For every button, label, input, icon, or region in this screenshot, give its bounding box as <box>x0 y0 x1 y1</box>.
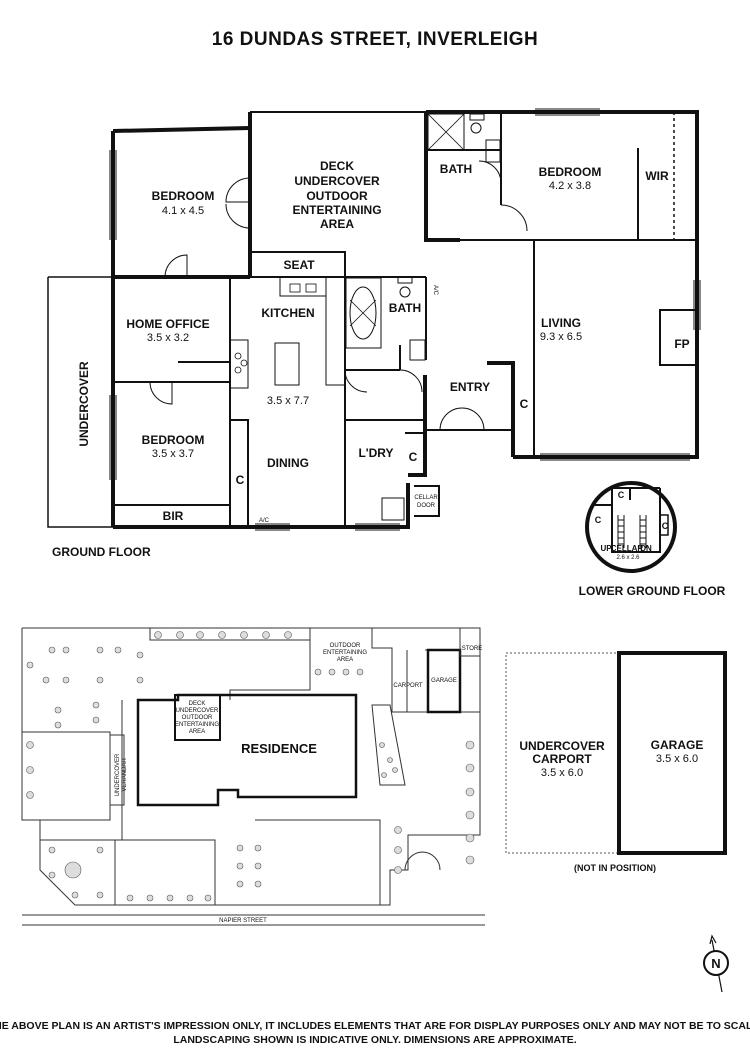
ac-label-2: A/C <box>259 518 270 524</box>
cellar-door-label-1: CELLAR <box>414 495 438 501</box>
cellar-label: CELLAR <box>611 544 644 553</box>
stairs-down-label: DN <box>640 544 652 553</box>
ac-label-1: A/C <box>432 285 438 296</box>
room-bedroom-1-dim: 4.1 x 4.5 <box>162 205 204 217</box>
disclaimer-line-1: THE ABOVE PLAN IS AN ARTIST'S IMPRESSION… <box>0 1020 750 1032</box>
room-dining: DINING <box>267 456 309 470</box>
undercover-label: UNDERCOVER <box>77 361 91 447</box>
street-label: NAPIER STREET <box>219 918 267 924</box>
room-bath-1: BATH <box>440 162 472 176</box>
site-outdoor-2: ENTERTAINING <box>323 650 367 656</box>
lower-cupboard-left: C <box>595 515 602 525</box>
site-verandah-1: UNDERCOVER <box>115 753 121 796</box>
outbuildings: UNDERCOVER CARPORT 3.5 x 6.0 GARAGE 3.5 … <box>505 651 727 873</box>
site-outdoor-3: AREA <box>337 657 353 663</box>
site-carport: CARPORT <box>393 683 423 689</box>
cellar-door-label-2: DOOR <box>417 503 436 509</box>
room-home-office: HOME OFFICE <box>126 317 209 331</box>
fireplace-label: FP <box>674 337 689 351</box>
site-labels: RESIDENCE OUTDOOR ENTERTAINING AREA DECK… <box>115 643 482 924</box>
site-verandah-2: VERANDAH <box>122 758 128 791</box>
compass-n: N <box>711 956 720 971</box>
north-compass-icon: N <box>703 934 729 993</box>
cupboard-label-1: C <box>520 397 529 411</box>
stairs-up-label: UP <box>600 544 612 553</box>
site-store: STORE <box>462 646 483 652</box>
carport-label-2: CARPORT <box>532 752 592 766</box>
site-garage: GARAGE <box>431 678 457 684</box>
lower-ground-floor: C C C UP CELLAR DN 2.6 x 2.6 LOWER GROUN… <box>579 481 726 598</box>
residence-label: RESIDENCE <box>241 741 317 756</box>
deck-label-2: UNDERCOVER <box>294 174 380 188</box>
bir-label: BIR <box>163 509 184 523</box>
room-kitchen: KITCHEN <box>261 306 314 320</box>
seat-label: SEAT <box>283 258 315 272</box>
disclaimer-line-2: LANDSCAPING SHOWN IS INDICATIVE ONLY. DI… <box>173 1034 576 1046</box>
site-deck-5: AREA <box>189 729 205 735</box>
site-deck-4: ENTERTAINING <box>175 722 219 728</box>
room-home-office-dim: 3.5 x 3.2 <box>147 332 189 344</box>
room-bedroom-2: BEDROOM <box>539 165 602 179</box>
carport-dim: 3.5 x 6.0 <box>541 767 583 779</box>
deck-label-3: OUTDOOR <box>306 189 368 203</box>
room-living: LIVING <box>541 316 581 330</box>
ground-floor-labels: BEDROOM 4.1 x 4.5 DECK UNDERCOVER OUTDOO… <box>52 159 690 559</box>
ground-floor-label: GROUND FLOOR <box>52 545 151 559</box>
lower-cupboard-top: C <box>618 490 625 500</box>
room-entry: ENTRY <box>450 380 490 394</box>
deck-label-4: ENTERTAINING <box>292 203 381 217</box>
deck-label-5: AREA <box>320 217 354 231</box>
garage-label: GARAGE <box>651 738 704 752</box>
site-deck-1: DECK <box>189 701 206 707</box>
room-wir: WIR <box>645 169 669 183</box>
ground-floor-walls <box>47 108 701 531</box>
garage-dim: 3.5 x 6.0 <box>656 753 698 765</box>
room-bedroom-3-dim: 3.5 x 3.7 <box>152 448 194 460</box>
deck-label-1: DECK <box>320 159 354 173</box>
cupboard-label-3: C <box>236 473 245 487</box>
site-outdoor-1: OUTDOOR <box>330 643 361 649</box>
lower-cupboard-right: C <box>662 521 669 531</box>
room-bedroom-2-dim: 4.2 x 3.8 <box>549 180 591 192</box>
room-bedroom-1: BEDROOM <box>152 189 215 203</box>
lower-ground-floor-label: LOWER GROUND FLOOR <box>579 584 726 598</box>
cupboard-label-2: C <box>409 450 418 464</box>
cellar-dim: 2.6 x 2.6 <box>616 555 640 561</box>
room-laundry: L'DRY <box>358 446 393 460</box>
site-deck-2: UNDERCOVER <box>176 708 219 714</box>
dining-kitchen-dim: 3.5 x 7.7 <box>267 395 309 407</box>
carport-label-1: UNDERCOVER <box>519 739 605 753</box>
room-bath-2: BATH <box>389 301 421 315</box>
site-plan <box>21 627 485 926</box>
not-in-position-note: (NOT IN POSITION) <box>574 863 656 873</box>
site-deck-3: OUTDOOR <box>182 715 213 721</box>
plan-title: 16 DUNDAS STREET, INVERLEIGH <box>212 29 539 50</box>
room-bedroom-3: BEDROOM <box>142 433 205 447</box>
room-living-dim: 9.3 x 6.5 <box>540 331 582 343</box>
